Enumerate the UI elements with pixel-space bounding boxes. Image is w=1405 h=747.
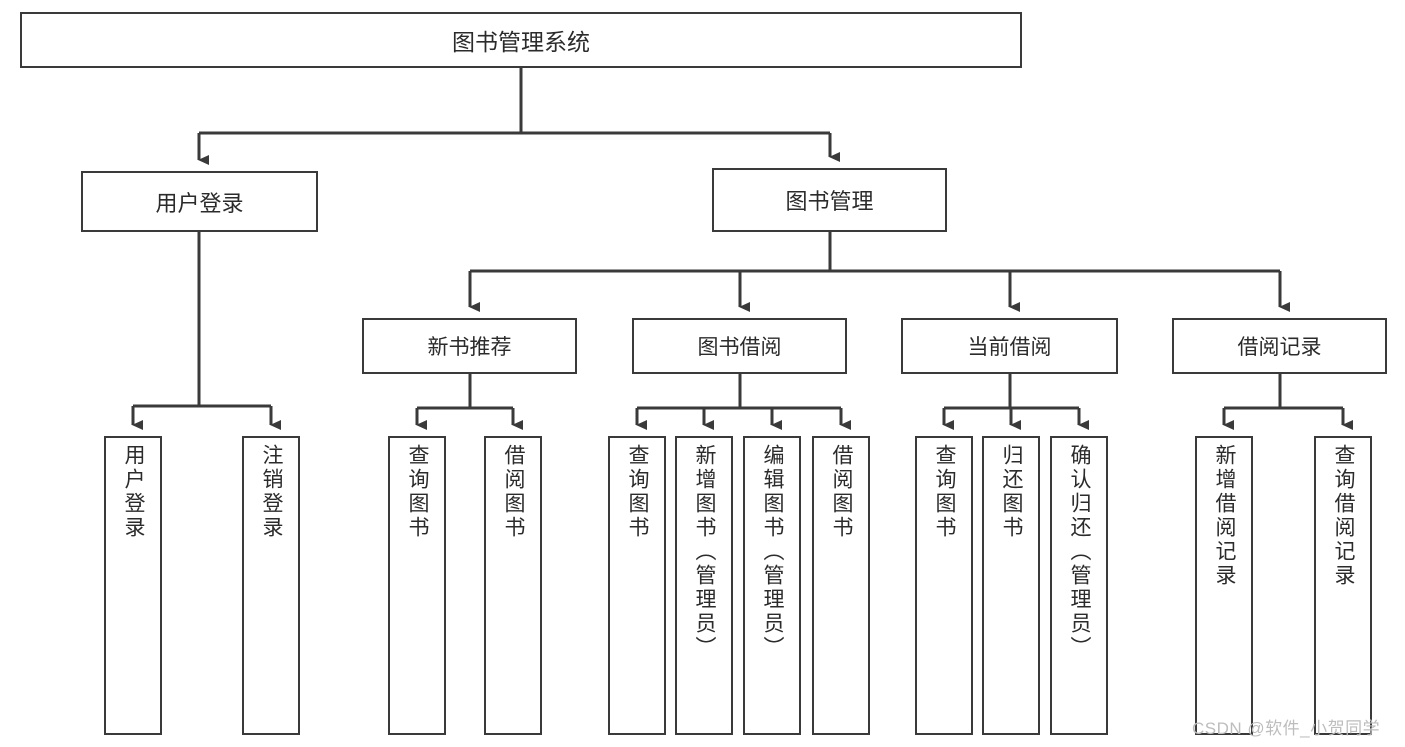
leaf-book-borrow-add[interactable]: 新增图书（管理员） xyxy=(675,436,733,735)
node-root-label: 图书管理系统 xyxy=(452,29,590,55)
leaf-label: 查询借阅记录 xyxy=(1332,444,1356,588)
node-user-login[interactable]: 用户登录 xyxy=(81,171,318,232)
node-user-login-label: 用户登录 xyxy=(155,190,244,216)
node-borrow-record[interactable]: 借阅记录 xyxy=(1172,318,1387,374)
leaf-current-borrow-confirm-return[interactable]: 确认归还（管理员） xyxy=(1050,436,1108,735)
leaf-label: 用户登录 xyxy=(122,444,146,540)
node-root[interactable]: 图书管理系统 xyxy=(20,12,1022,68)
node-current-borrow[interactable]: 当前借阅 xyxy=(901,318,1118,374)
leaf-label: 编辑图书（管理员） xyxy=(761,444,785,660)
leaf-label: 新增图书（管理员） xyxy=(693,444,717,660)
leaf-book-borrow-lend[interactable]: 借阅图书 xyxy=(812,436,870,735)
node-borrow-record-label: 借阅记录 xyxy=(1237,336,1322,359)
node-book-management-label: 图书管理 xyxy=(785,189,874,214)
leaf-label: 注销登录 xyxy=(260,444,284,540)
leaf-borrow-record-add[interactable]: 新增借阅记录 xyxy=(1195,436,1253,735)
leaf-label: 查询图书 xyxy=(406,444,430,540)
leaf-label: 查询图书 xyxy=(933,444,957,540)
leaf-user-login-signin[interactable]: 用户登录 xyxy=(104,436,162,735)
leaf-new-book-query[interactable]: 查询图书 xyxy=(388,436,446,735)
leaf-user-login-signout[interactable]: 注销登录 xyxy=(242,436,300,735)
leaf-borrow-record-query[interactable]: 查询借阅记录 xyxy=(1314,436,1372,735)
node-book-borrow-label: 图书借阅 xyxy=(697,336,782,359)
leaf-label: 借阅图书 xyxy=(830,444,854,540)
node-book-borrow[interactable]: 图书借阅 xyxy=(632,318,847,374)
leaf-book-borrow-query[interactable]: 查询图书 xyxy=(608,436,666,735)
leaf-label: 新增借阅记录 xyxy=(1213,444,1237,588)
leaf-book-borrow-edit[interactable]: 编辑图书（管理员） xyxy=(743,436,801,735)
node-book-management[interactable]: 图书管理 xyxy=(712,168,947,232)
node-new-book-recommend[interactable]: 新书推荐 xyxy=(362,318,577,374)
node-new-book-recommend-label: 新书推荐 xyxy=(427,336,512,359)
leaf-current-borrow-return[interactable]: 归还图书 xyxy=(982,436,1040,735)
leaf-new-book-borrow[interactable]: 借阅图书 xyxy=(484,436,542,735)
node-current-borrow-label: 当前借阅 xyxy=(967,336,1052,359)
leaf-label: 查询图书 xyxy=(626,444,650,540)
leaf-current-borrow-query[interactable]: 查询图书 xyxy=(915,436,973,735)
leaf-label: 归还图书 xyxy=(1000,444,1024,540)
leaf-label: 借阅图书 xyxy=(502,444,526,540)
leaf-label: 确认归还（管理员） xyxy=(1068,444,1092,660)
